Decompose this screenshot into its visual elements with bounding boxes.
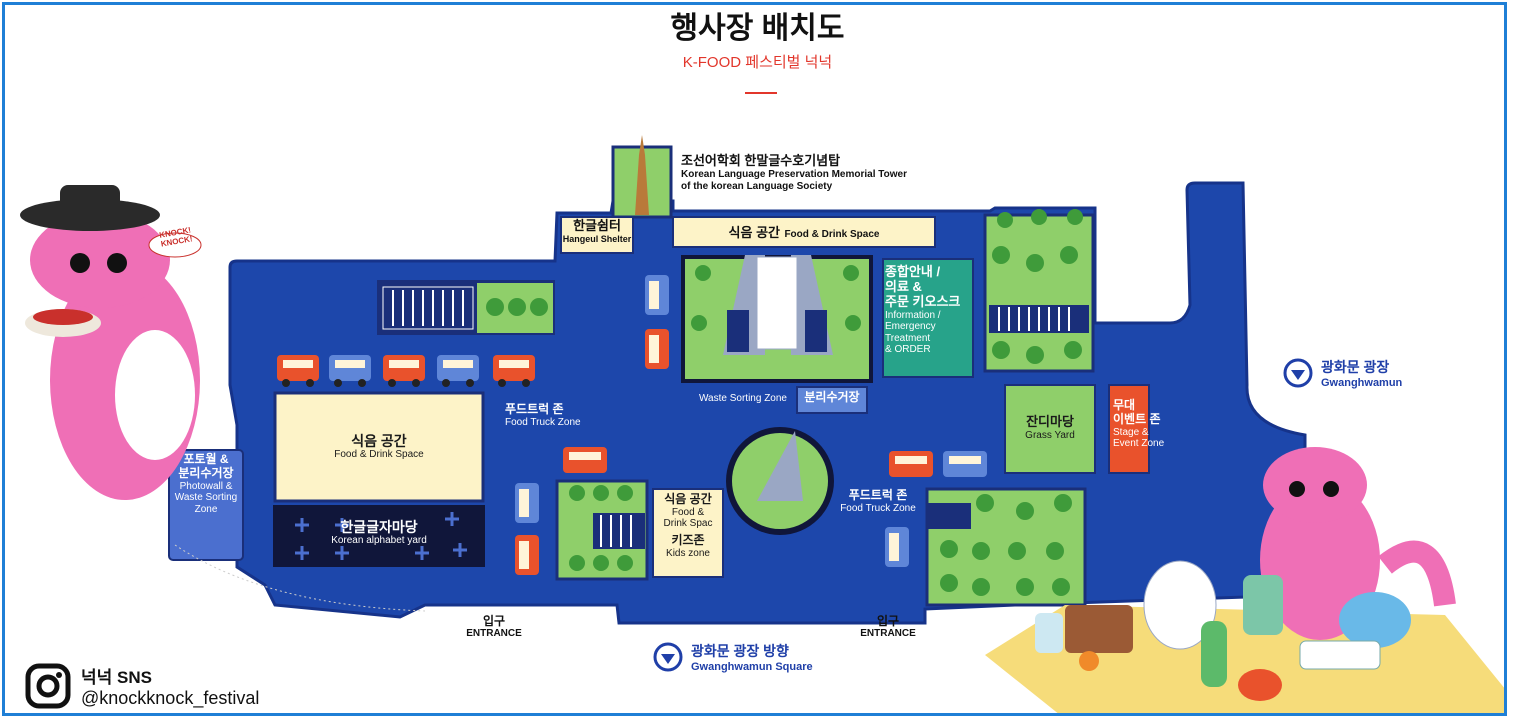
shelter-label: 한글쉼터 Hangeul Shelter xyxy=(561,218,633,244)
food-drink-top-label: 식음 공간 Food & Drink Space xyxy=(673,224,935,242)
food-drink-top-ko: 식음 공간 xyxy=(728,225,780,240)
stage-box xyxy=(1108,384,1150,474)
food-drink-left-label: 식음 공간 Food & Drink Space xyxy=(275,433,483,461)
venue-map xyxy=(20,135,1504,713)
grass-yard-en: Grass Yard xyxy=(1025,429,1075,441)
photowall-ko-2: 분리수거장 xyxy=(178,465,234,480)
food-trucks-left xyxy=(277,355,535,387)
entrance-right-ko: 입구 xyxy=(876,614,900,628)
waste-sorting-ko: 분리수거장 xyxy=(804,390,860,404)
info-en-4: & ORDER xyxy=(885,344,931,356)
photowall-en-2: Waste Sorting xyxy=(174,492,238,504)
info-en-2: Emergency xyxy=(885,321,936,333)
instagram-icon[interactable] xyxy=(25,663,71,709)
photowall-label: 포토월 & 분리수거장 Photowall & Waste Sorting Zo… xyxy=(169,452,243,515)
stage-ko-2: 이벤트 존 xyxy=(1113,411,1161,426)
info-kiosk-label: 종합안내 / 의료 & 주문 키오스크 Information / Emerge… xyxy=(885,264,971,356)
gwanghwamun-plaza-ko: 광화문 광장 xyxy=(1321,359,1390,375)
food-kids-en-2: Drink Spac xyxy=(663,518,713,530)
left-mascot xyxy=(20,185,202,500)
grass-yard-ko: 잔디마당 xyxy=(1026,414,1074,429)
shelter-en: Hangeul Shelter xyxy=(562,233,632,244)
tower-label: 조선어학회 한말글수호기념탑 Korean Language Preservat… xyxy=(681,153,941,193)
entrance-left-en: ENTRANCE xyxy=(466,628,522,640)
food-truck-right-ko: 푸드트럭 존 xyxy=(848,488,908,502)
entrance-right: 입구 ENTRANCE xyxy=(853,614,923,640)
food-kids-ko: 식음 공간 xyxy=(664,492,712,506)
entrance-left-ko: 입구 xyxy=(482,614,506,628)
waste-sorting-box xyxy=(796,386,868,414)
sns-handle[interactable]: @knockknock_festival xyxy=(81,688,260,708)
stage-label: 무대 이벤트 존 Stage & Event Zone xyxy=(1113,398,1177,450)
food-drink-left-area xyxy=(273,391,485,503)
info-ko-1: 종합안내 / xyxy=(885,264,941,279)
waste-sorting-en: Waste Sorting Zone xyxy=(698,393,787,404)
food-truck-left-en: Food Truck Zone xyxy=(505,416,581,428)
tower-ko: 조선어학회 한말글수호기념탑 xyxy=(681,153,841,168)
alphabet-yard-area xyxy=(273,505,485,567)
food-drink-left-en: Food & Drink Space xyxy=(334,449,424,461)
page-subtitle: K-FOOD 페스티벌 넉넉 xyxy=(682,54,833,71)
grass-yard-box xyxy=(1004,384,1096,474)
sns-block: 넉넉 SNS @knockknock_festival xyxy=(25,663,259,709)
page-title: 행사장 배치도 xyxy=(670,12,845,45)
food-truck-right-en: Food Truck Zone xyxy=(840,502,916,514)
info-ko-2: 의료 & xyxy=(885,278,922,294)
gwanghwamun-direction-en: Gwanghwamun Square xyxy=(691,661,813,673)
stage-en-2: Event Zone xyxy=(1113,438,1165,450)
gwanghwamun-direction-ko: 광화문 광장 방향 xyxy=(691,643,789,659)
tower-en-1: Korean Language Preservation Memorial To… xyxy=(681,168,907,180)
gwanghwamun-plaza-en: Gwanghwamun xyxy=(1321,377,1403,389)
shelter-ko: 한글쉼터 xyxy=(573,218,621,233)
alphabet-yard-ko: 한글글자마당 xyxy=(340,519,418,535)
food-truck-left-label: 푸드트럭 존 Food Truck Zone xyxy=(505,402,605,428)
info-en-1: Information / xyxy=(885,309,941,321)
alphabet-yard-label: 한글글자마당 Korean alphabet yard xyxy=(273,519,485,547)
stage-en-1: Stage & xyxy=(1113,426,1149,438)
kids-en: Kids zone xyxy=(666,547,710,559)
sns-label: 넉넉 SNS xyxy=(81,668,152,687)
food-truck-right-label: 푸드트럭 존 Food Truck Zone xyxy=(833,488,923,514)
right-mascot xyxy=(1035,447,1456,701)
alphabet-yard-en: Korean alphabet yard xyxy=(331,535,427,547)
food-truck-left-ko: 푸드트럭 존 xyxy=(505,402,564,416)
gwanghwamun-plaza-marker: 광화문 광장 Gwanghwamun xyxy=(1283,357,1402,389)
entrance-left: 입구 ENTRANCE xyxy=(459,614,529,640)
info-kiosk-box xyxy=(882,258,974,378)
location-pin-icon xyxy=(1283,358,1313,388)
food-drink-top-en: Food & Drink Space xyxy=(784,229,880,240)
info-ko-3: 주문 키오스크 xyxy=(885,293,961,309)
photowall-zone xyxy=(168,449,244,561)
food-kids-label: 식음 공간 Food & Drink Spac 키즈존 Kids zone xyxy=(653,492,723,559)
grass-yard-label: 잔디마당 Grass Yard xyxy=(1005,414,1095,441)
info-en-3: Treatment xyxy=(885,332,931,344)
food-drink-top-box xyxy=(672,216,936,248)
location-pin-icon xyxy=(653,642,683,672)
photowall-ko-1: 포토월 & xyxy=(183,452,229,466)
title-divider xyxy=(745,92,777,94)
food-kids-box xyxy=(652,488,724,578)
photowall-en-3: Zone xyxy=(194,503,218,515)
entrance-right-en: ENTRANCE xyxy=(860,628,916,640)
food-drink-left-ko: 식음 공간 xyxy=(351,433,407,449)
gwanghwamun-direction-marker: 광화문 광장 방향 Gwanghwamun Square xyxy=(653,641,813,673)
tower-en-2: of the korean Language Society xyxy=(681,180,833,192)
kids-ko: 키즈존 xyxy=(671,532,705,547)
photowall-en-1: Photowall & xyxy=(179,480,233,492)
shelter-box xyxy=(560,216,634,254)
stage-ko-1: 무대 xyxy=(1113,398,1136,412)
food-kids-en-1: Food & xyxy=(671,506,705,518)
